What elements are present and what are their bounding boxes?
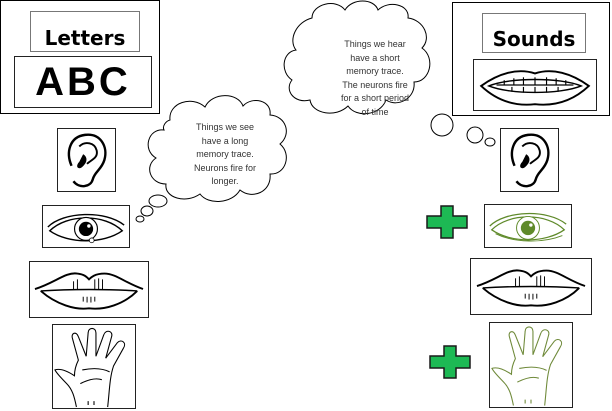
sounds-title: Sounds [482, 13, 586, 53]
left-eye-card [42, 205, 130, 248]
left-hand-card [52, 324, 136, 409]
lips-icon [476, 269, 586, 307]
ear-icon [67, 133, 107, 188]
thought-text-see: Things we see have a long memory trace. … [178, 121, 272, 189]
thought-text-hear: Things we hear have a short memory trace… [326, 38, 424, 119]
see-line: Things we see [195, 122, 255, 132]
right-eye-card [484, 204, 572, 248]
plus-icon-eye [425, 204, 469, 240]
hear-line: The neurons fire [342, 79, 408, 90]
left-ear-card [57, 128, 116, 192]
hand-icon [491, 326, 563, 406]
letters-panel: Letters ABC [0, 0, 160, 114]
letters-title: Letters [30, 11, 140, 52]
eye-icon [47, 213, 125, 244]
see-line: have a long [201, 135, 249, 146]
see-line: Neurons fire for [193, 162, 257, 173]
see-line: memory trace. [196, 149, 254, 159]
hear-line: memory trace. [346, 66, 404, 76]
eye-icon [489, 212, 567, 242]
left-lips-card [29, 261, 149, 318]
abc-letters: ABC [14, 56, 152, 108]
right-lips-card [470, 258, 592, 315]
right-hand-card [489, 322, 573, 408]
sounds-panel: Sounds [452, 2, 610, 116]
see-line: longer. [211, 176, 239, 186]
right-ear-card [500, 128, 559, 192]
hear-line: for a short period [340, 93, 410, 103]
hear-line: Things we hear [344, 39, 406, 49]
ear-icon [510, 133, 550, 188]
lips-icon [34, 272, 144, 310]
mouth-teeth-icon [473, 59, 597, 111]
hand-icon [54, 327, 126, 408]
hear-line: have a short [350, 52, 400, 63]
plus-icon-hand [428, 344, 472, 380]
hear-line: of time [361, 106, 389, 117]
